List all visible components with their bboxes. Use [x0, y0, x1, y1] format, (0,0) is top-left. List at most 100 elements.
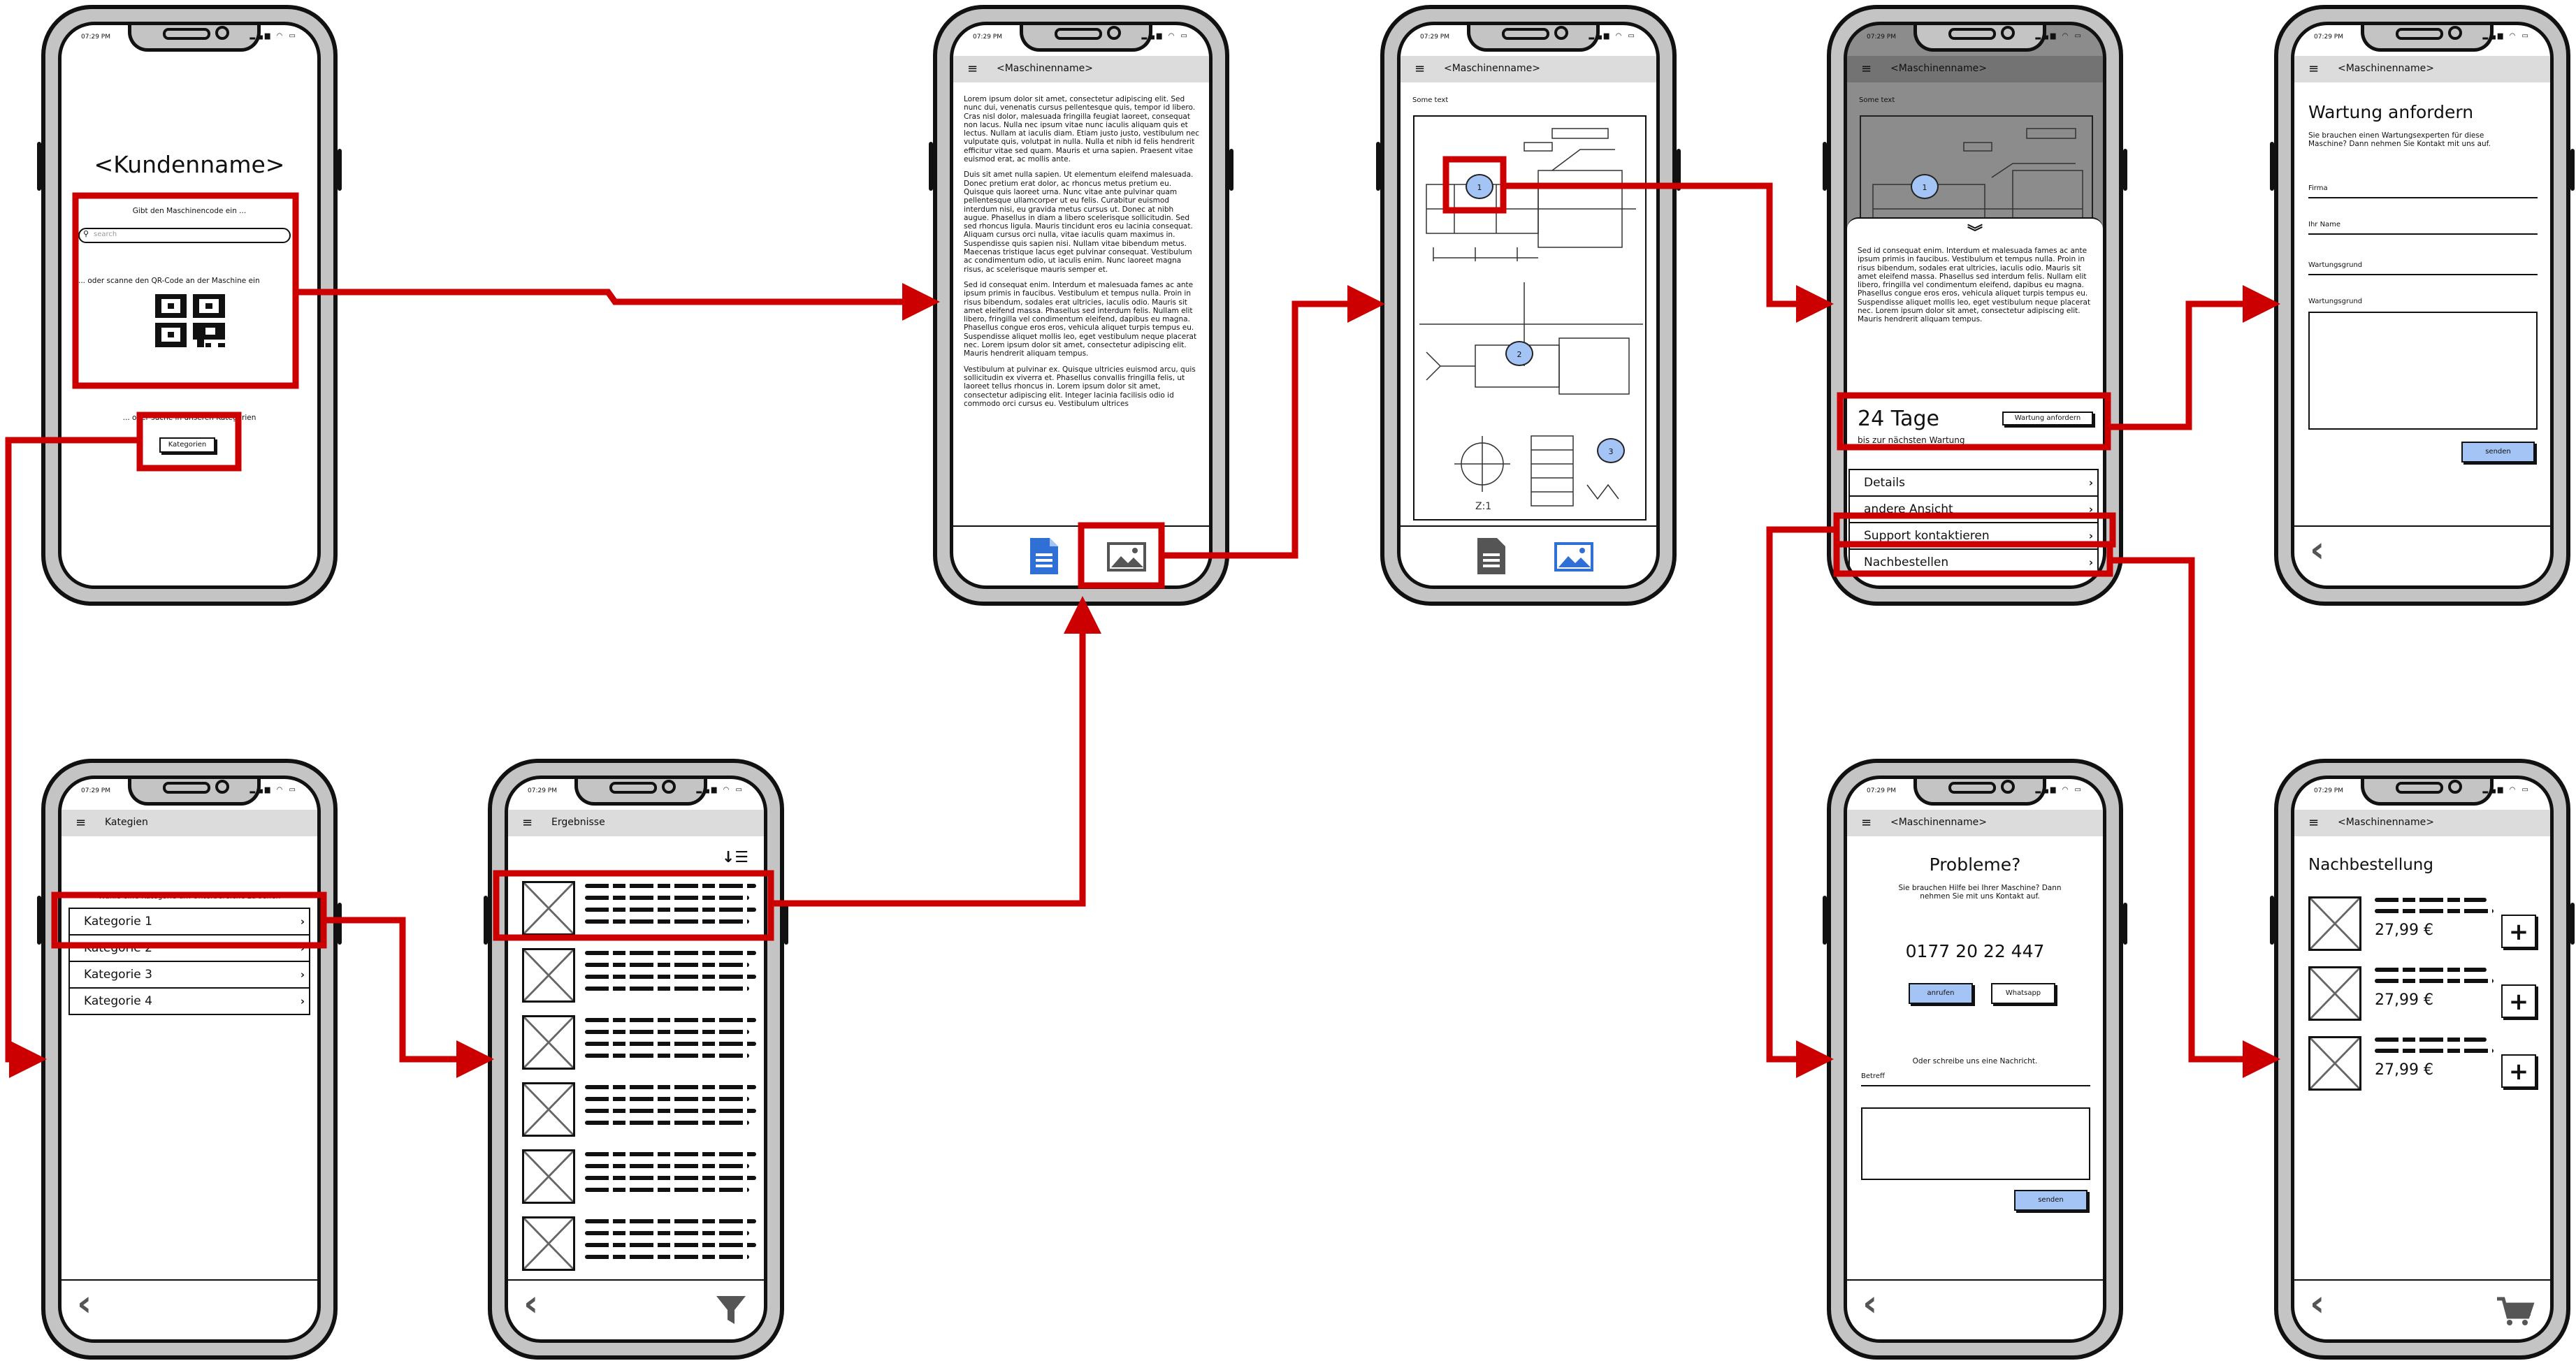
back-arrow-icon[interactable]: ‹ — [1862, 1283, 1878, 1325]
categories-button[interactable]: Kategorien — [159, 437, 215, 453]
screen: 07:29 PM ▂▄▆ ◠ ▭ <Kundenname> Gibt den M… — [58, 22, 321, 589]
text-placeholder — [585, 963, 749, 967]
reason-textarea[interactable] — [2308, 312, 2538, 430]
back-arrow-icon[interactable]: ‹ — [2310, 1283, 2325, 1325]
hamburger-menu-icon[interactable]: ≡ — [1861, 815, 1872, 830]
hotspot-marker[interactable]: 3 — [1597, 438, 1625, 463]
document-tab-icon[interactable] — [1029, 537, 1059, 576]
send-button[interactable]: senden — [2461, 442, 2535, 463]
message-prompt: Oder schreibe uns eine Nachricht. — [1912, 1057, 2038, 1065]
reason-field[interactable] — [2308, 274, 2538, 275]
status-time: 07:29 PM — [528, 787, 557, 794]
screen: 07:29 PM ▂▄▆ ◠ ▭ ≡ <Maschinenname> Some … — [1844, 22, 2106, 589]
hotspot-marker[interactable]: 2 — [1505, 341, 1533, 366]
header-title: <Maschinenname> — [1890, 63, 1987, 74]
add-to-cart-button[interactable]: + — [2501, 915, 2536, 948]
hamburger-menu-icon[interactable]: ≡ — [2308, 61, 2320, 76]
image-placeholder — [522, 1015, 575, 1070]
document-tab-icon[interactable] — [1476, 537, 1507, 576]
page-title: Nachbestellung — [2308, 856, 2433, 874]
category-item[interactable]: Kategorie 2› — [70, 936, 309, 962]
filter-icon[interactable] — [715, 1295, 747, 1325]
phone-support-screen: 07:29 PM ▂▄▆ ◠ ▭ ≡ <Maschinenname> Probl… — [1823, 759, 2127, 1360]
subject-field[interactable] — [1861, 1085, 2090, 1086]
reorder-item: 27,99 €+ — [2294, 896, 2550, 959]
category-item[interactable]: Kategorie 1› — [70, 909, 309, 936]
header-bar: ≡ <Maschinenname> — [1847, 56, 2103, 82]
sort-icon[interactable]: ↓☰ — [721, 849, 748, 866]
header-title: Kategien — [105, 817, 148, 828]
name-field[interactable] — [2308, 233, 2538, 235]
bottom-nav-divider — [1847, 1279, 2103, 1281]
bottom-nav-divider — [61, 1279, 317, 1281]
bottom-sheet: ︾ Sed id consequat enim. Interdum et mal… — [1847, 217, 2103, 585]
hamburger-menu-icon[interactable]: ≡ — [967, 61, 978, 76]
chevron-right-icon: › — [300, 915, 305, 928]
reorder-item: 27,99 €+ — [2294, 966, 2550, 1029]
message-textarea[interactable] — [1861, 1107, 2090, 1180]
image-tab-icon[interactable] — [1554, 542, 1593, 572]
request-maintenance-button[interactable]: Wartung anfordern — [2002, 412, 2093, 425]
shopping-cart-icon[interactable] — [2496, 1296, 2535, 1327]
document-text[interactable]: Lorem ipsum dolor sit amet, consectetur … — [964, 95, 1201, 524]
page-title: <Kundenname> — [94, 151, 285, 178]
hamburger-menu-icon[interactable]: ≡ — [522, 815, 533, 830]
text-placeholder — [585, 951, 756, 955]
hotspot-marker[interactable]: 1 — [1466, 174, 1493, 199]
result-item[interactable] — [508, 1011, 764, 1074]
phone-number: 0177 20 22 447 — [1905, 941, 2045, 961]
text-placeholder — [585, 1018, 756, 1022]
hamburger-menu-icon[interactable]: ≡ — [2308, 815, 2320, 830]
svg-text:Z:1: Z:1 — [1475, 501, 1491, 512]
page-title: Probleme? — [1929, 854, 2021, 875]
hotspot-marker[interactable]: 1 — [1911, 174, 1939, 199]
result-item[interactable] — [508, 1212, 764, 1275]
chevron-right-icon: › — [2088, 476, 2093, 489]
result-item[interactable] — [508, 1078, 764, 1141]
category-item[interactable]: Kategorie 4› — [70, 989, 309, 1014]
hamburger-menu-icon[interactable]: ≡ — [1861, 61, 1872, 76]
phone-start-screen: 07:29 PM ▂▄▆ ◠ ▭ <Kundenname> Gibt den M… — [37, 5, 342, 606]
status-icons: ▂▄▆ ◠ ▭ — [249, 786, 298, 794]
back-arrow-icon[interactable]: ‹ — [2310, 529, 2325, 571]
send-button[interactable]: senden — [2014, 1190, 2087, 1211]
menu-item-other-view[interactable]: andere Ansicht› — [1850, 497, 2097, 523]
company-field[interactable] — [2308, 197, 2538, 198]
search-input[interactable]: ⚲ search — [78, 228, 291, 243]
image-placeholder — [522, 948, 575, 1003]
category-item[interactable]: Kategorie 3› — [70, 962, 309, 989]
whatsapp-button[interactable]: Whatsapp — [1991, 983, 2055, 1004]
categories-prompt: Wähle eine Kategorie um Unterbereiche zu… — [98, 892, 281, 901]
reorder-item: 27,99 €+ — [2294, 1036, 2550, 1099]
qr-code-icon[interactable] — [155, 294, 225, 347]
text-placeholder — [585, 884, 756, 888]
result-item[interactable] — [508, 877, 764, 940]
header-bar: ≡ <Maschinenname> — [953, 56, 1209, 82]
status-icons: ▂▄▆ ◠ ▭ — [696, 786, 744, 794]
search-placeholder: search — [94, 231, 117, 238]
bottom-nav-divider — [2294, 525, 2550, 527]
image-tab-icon[interactable] — [1107, 542, 1146, 572]
phone-document-screen: 07:29 PM ▂▄▆ ◠ ▭ ≡ <Maschinenname> Lorem… — [929, 5, 1233, 606]
flow-arrow — [771, 596, 1101, 907]
category-label: Kategorie 4 — [84, 994, 152, 1008]
header-bar: ≡ Kategien — [61, 810, 317, 836]
status-icons: ▂▄▆ ◠ ▭ — [249, 32, 298, 40]
call-button[interactable]: anrufen — [1909, 983, 1973, 1004]
hamburger-menu-icon[interactable]: ≡ — [75, 815, 87, 830]
collapse-chevron-icon[interactable]: ︾ — [1967, 224, 1983, 242]
category-label: Kategorie 2 — [84, 941, 152, 955]
menu-item-details[interactable]: Details› — [1850, 470, 2097, 497]
status-time: 07:29 PM — [2314, 34, 2343, 41]
add-to-cart-button[interactable]: + — [2501, 1054, 2536, 1088]
hamburger-menu-icon[interactable]: ≡ — [1414, 61, 1426, 76]
image-placeholder — [522, 1216, 575, 1271]
menu-item-reorder[interactable]: Nachbestellen› — [1850, 550, 2097, 575]
add-to-cart-button[interactable]: + — [2501, 984, 2536, 1018]
back-arrow-icon[interactable]: ‹ — [77, 1283, 92, 1325]
result-item[interactable] — [508, 944, 764, 1007]
drawing-caption: Some text — [1412, 96, 1449, 104]
result-item[interactable] — [508, 1145, 764, 1208]
back-arrow-icon[interactable]: ‹ — [523, 1283, 539, 1325]
menu-item-support[interactable]: Support kontaktieren› — [1850, 523, 2097, 550]
